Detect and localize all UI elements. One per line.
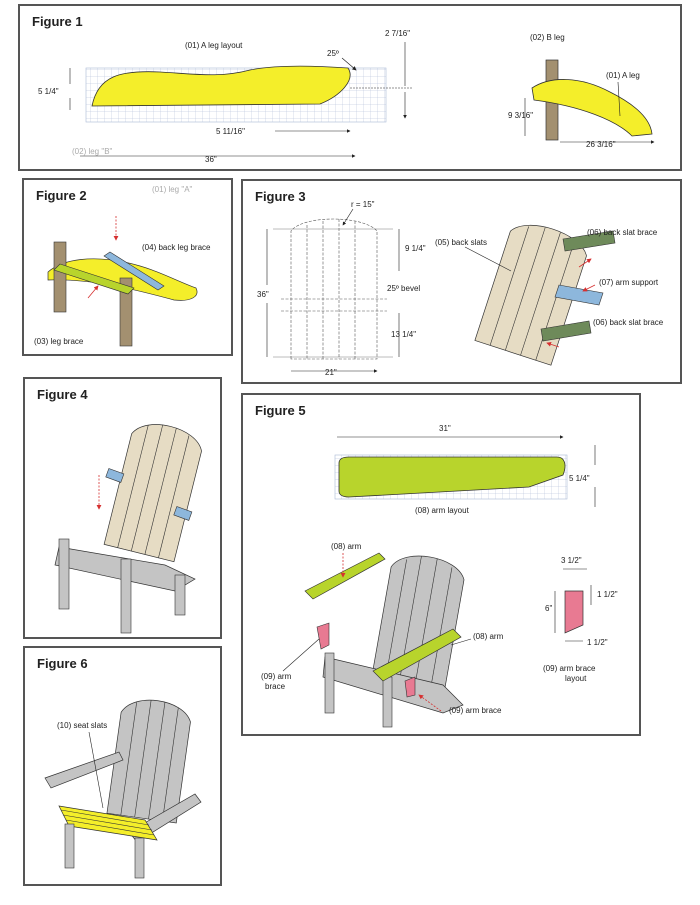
dim-1-1-2-a: 1 1/2" — [597, 590, 618, 599]
angle-25-label: 25º — [327, 49, 339, 58]
back-leg-brace-shape — [103, 251, 165, 291]
fig5-arm-installed — [372, 628, 462, 682]
a-leg-layout-shape — [91, 65, 351, 107]
dim-5-1-4: 5 1/4" — [38, 87, 59, 96]
back-slat-brace-bottom-shape — [540, 320, 592, 342]
fig6-front-right-leg — [134, 837, 145, 879]
mirror-leg-a-label: (01) leg "A" — [152, 185, 193, 194]
figure-1-title: Figure 1 — [32, 14, 83, 29]
dim-26-3-16: 26 3/16" — [586, 140, 616, 149]
seat-slats-label: (10) seat slats — [57, 721, 107, 730]
dim-5-11-16: 5 11/16" — [216, 127, 245, 136]
b-leg-label: (02) B leg — [530, 33, 565, 42]
figure-2-panel: Figure 2 (01) leg "A" (04) back leg brac… — [22, 178, 233, 356]
dim-36: 36" — [205, 155, 217, 164]
arm-brace-left-label-2: brace — [265, 682, 286, 691]
fig5-arm-brace-right — [404, 676, 416, 698]
arm-layout-shape — [338, 456, 566, 498]
front-leg-post — [53, 241, 67, 313]
dim-9-1-4: 9 1/4" — [405, 244, 426, 253]
figure-1-panel: Figure 1 (01) A leg layout 25º 2 7/16" 5… — [18, 4, 682, 171]
leg-brace-shape — [53, 263, 135, 295]
figure-3-panel: Figure 3 r = 15" 9 1/4" 25º bevel 36" — [241, 179, 682, 384]
fig5-front-right-leg — [382, 676, 393, 728]
arm-support-left — [105, 468, 125, 483]
radius-label: r = 15" — [351, 200, 375, 209]
back-layout-outline — [281, 218, 387, 360]
rear-leg-post — [119, 277, 133, 347]
figure-5-panel: Figure 5 31" 5 1/4" (08) arm layout — [241, 393, 641, 736]
back-slats-label: (05) back slats — [435, 238, 487, 247]
fig5-chair-back — [371, 555, 465, 691]
figure-4-drawing — [54, 424, 202, 634]
figure-5-drawing: 31" 5 1/4" (08) arm layout (08) arm (08)… — [261, 424, 618, 728]
figure-6-drawing: (10) seat slats — [44, 699, 202, 879]
figure-2-title: Figure 2 — [36, 188, 87, 203]
figure-5-title: Figure 5 — [255, 403, 306, 418]
a-leg-side-shape — [531, 79, 653, 137]
front-left-leg — [58, 538, 70, 610]
arm-support-right — [173, 506, 193, 521]
dim-3-1-2: 3 1/2" — [561, 556, 582, 565]
figure-6-panel: Figure 6 (10) seat slats — [23, 646, 222, 886]
dim-1-1-2-b: 1 1/2" — [587, 638, 608, 647]
arm-top-label: (08) arm — [331, 542, 362, 551]
figure-1-drawing: (01) A leg layout 25º 2 7/16" 5 1/4" 5 1… — [38, 29, 655, 164]
figure-2-drawing: (01) leg "A" (04) back leg brace (03) le… — [34, 185, 211, 347]
brace-layout-label-1: (09) arm brace — [543, 664, 596, 673]
back-slat-brace-top-label: (06) back slat brace — [587, 228, 658, 237]
arm-layout-label: (08) arm layout — [415, 506, 470, 515]
figure-4-panel: Figure 4 — [23, 377, 222, 639]
back-slat-brace-bottom-label: (06) back slat brace — [593, 318, 664, 327]
fig6-chair-back — [106, 699, 191, 824]
mirror-leg-b-label: (02) leg "B" — [72, 147, 113, 156]
fig5-arm-brace-left — [316, 622, 330, 650]
fig5-front-left-leg — [324, 652, 335, 714]
arm-brace-layout-shape — [564, 590, 584, 634]
a-leg-layout-label: (01) A leg layout — [185, 41, 243, 50]
fig5-arm-loose — [304, 552, 386, 600]
dim-13-1-4: 13 1/4" — [391, 330, 416, 339]
bevel-label: 25º bevel — [387, 284, 420, 293]
leg-brace-label: (03) leg brace — [34, 337, 84, 346]
brace-layout-label-2: layout — [565, 674, 587, 683]
figure-3-drawing: r = 15" 9 1/4" 25º bevel 36" 13 1/4" 21"… — [257, 200, 664, 377]
dim-36-back: 36" — [257, 290, 269, 299]
dim-6: 6" — [545, 604, 552, 613]
dim-9-3-16: 9 3/16" — [508, 111, 533, 120]
dim-2-7-16: 2 7/16" — [385, 29, 410, 38]
a-leg-label: (01) A leg — [606, 71, 640, 80]
fig5-seat-base — [322, 656, 464, 714]
arm-right-label: (08) arm — [473, 632, 504, 641]
figure-4-title: Figure 4 — [37, 387, 88, 402]
figure-6-title: Figure 6 — [37, 656, 88, 671]
front-right-leg — [120, 558, 132, 634]
back-slat-brace-top-shape — [562, 230, 616, 252]
arm-support-shape — [554, 284, 604, 306]
dim-31: 31" — [439, 424, 451, 433]
fig6-front-left-leg — [64, 823, 75, 869]
arm-brace-bottom-label: (09) arm brace — [449, 706, 502, 715]
arm-brace-left-label-1: (09) arm — [261, 672, 292, 681]
dim-arm-5-1-4: 5 1/4" — [569, 474, 590, 483]
rear-leg — [174, 574, 186, 616]
back-leg-brace-label: (04) back leg brace — [142, 243, 211, 252]
chair-back-shape — [103, 424, 202, 563]
figure-3-title: Figure 3 — [255, 189, 306, 204]
dim-21: 21" — [325, 368, 337, 377]
arm-support-label: (07) arm support — [599, 278, 659, 287]
